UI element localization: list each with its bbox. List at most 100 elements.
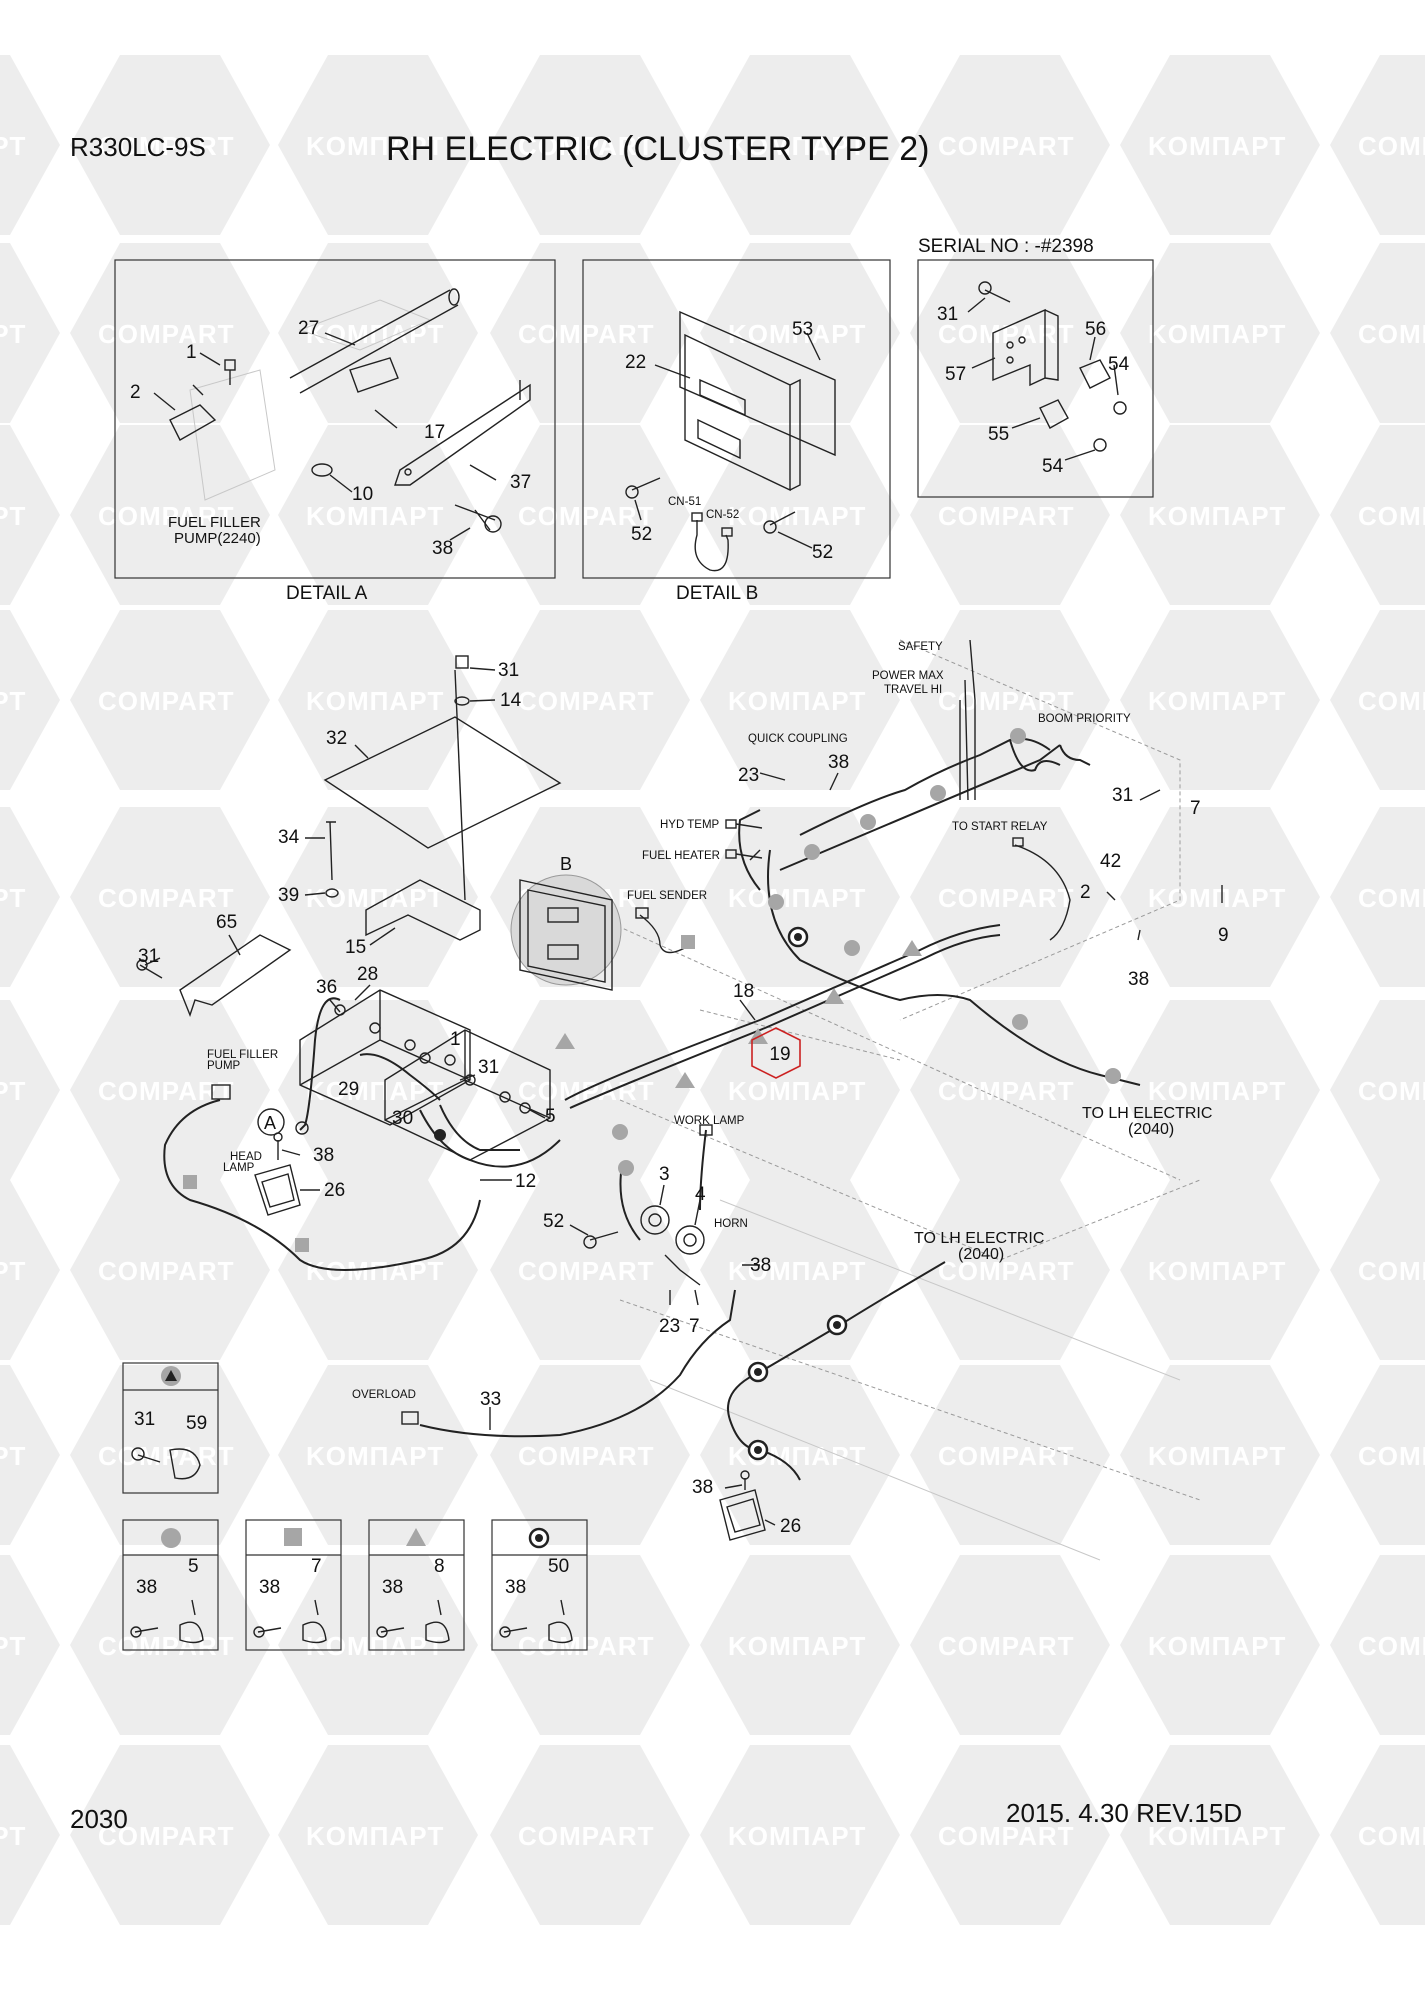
watermark-text: KOMΠAPT: [0, 319, 26, 349]
watermark-hexagon: [700, 243, 900, 423]
legend-circle-box: 38 5: [122, 1519, 219, 1651]
watermark-hexagon: [910, 1180, 1110, 1360]
watermark-text: KOMΠAPT: [306, 131, 444, 161]
callout-30: 30: [392, 1108, 413, 1129]
watermark-text: COMPART: [1358, 1076, 1425, 1106]
watermark-hexagon: [910, 1000, 1110, 1180]
callout-37: 37: [510, 472, 531, 493]
watermark-hexagon: [278, 610, 478, 790]
watermark-text: COMPART: [98, 1256, 235, 1286]
label-to-lh-electric-2: TO LH ELECTRIC: [914, 1230, 1044, 1247]
watermark-text: KOMΠAPT: [1148, 501, 1286, 531]
legend-triangle-box: 31 59: [122, 1362, 219, 1494]
watermark-hexagon: [700, 1000, 900, 1180]
watermark-hexagon: [490, 1000, 690, 1180]
label-head-lamp: HEAD: [230, 1151, 262, 1163]
watermark-hexagon: [490, 1180, 690, 1360]
legend-square-7: 7: [311, 1556, 322, 1577]
clip-markers: [183, 728, 1121, 1461]
label-hyd-temp: HYD TEMP: [660, 819, 720, 831]
watermark-text: COMPART: [518, 1631, 655, 1661]
watermark-hexagon: [278, 1365, 478, 1545]
callout-38-head: 38: [313, 1145, 334, 1166]
watermark-hexagon: [490, 1365, 690, 1545]
watermark-hexagon: [1330, 1745, 1425, 1925]
watermark-hexagon: [1120, 243, 1320, 423]
serial-panel: 31 56 54 57 55 54: [917, 259, 1154, 498]
label-fuel-heater: FUEL HEATER: [642, 850, 720, 862]
watermark-text: COMPART: [1358, 1441, 1425, 1471]
page-title: RH ELECTRIC (CLUSTER TYPE 2): [386, 130, 929, 168]
label-fuel-sender: FUEL SENDER: [627, 890, 707, 902]
watermark-hexagon: [700, 1555, 900, 1735]
watermark-text: COMPART: [1358, 686, 1425, 716]
watermark-text: KOMΠAPT: [1148, 1821, 1286, 1851]
watermark-text: KOMΠAPT: [0, 686, 26, 716]
watermark-hexagon: [70, 1555, 270, 1735]
watermark-hexagon: [0, 610, 60, 790]
watermark-hexagon: [700, 1180, 900, 1360]
watermark-text: KOMΠAPT: [728, 1256, 866, 1286]
label-horn: HORN: [714, 1218, 748, 1230]
detail-b-marker: B: [560, 854, 572, 874]
watermark-hexagon: [70, 610, 270, 790]
page-number: 2030: [70, 1804, 128, 1834]
watermark-hexagon: [70, 807, 270, 987]
label-to-lh-electric-1: TO LH ELECTRIC: [1082, 1105, 1212, 1122]
watermark-text: COMPART: [98, 1821, 235, 1851]
watermark-text: COMPART: [1358, 1631, 1425, 1661]
watermark-hexagon: [700, 610, 900, 790]
date-revision: 2015. 4.30 REV.15D: [1006, 1798, 1242, 1828]
legend-dot-box: 38 50: [491, 1519, 588, 1651]
watermark-text: KOMΠAPT: [306, 501, 444, 531]
callout-38-right: 38: [1128, 969, 1149, 990]
callout-15: 15: [345, 937, 366, 958]
watermark-text: COMPART: [518, 501, 655, 531]
watermark-text: COMPART: [938, 319, 1075, 349]
legend-triangle2-8: 8: [434, 1556, 445, 1577]
watermark-hexagon: [1120, 1555, 1320, 1735]
watermark-hexagon: [278, 1745, 478, 1925]
watermark-hexagon: [0, 807, 60, 987]
watermark-text: KOMΠAPT: [1148, 1441, 1286, 1471]
watermark-hexagon: [0, 243, 60, 423]
fuel-filler-label: FUEL FILLER: [168, 514, 261, 531]
watermark-hexagon: [0, 1180, 60, 1360]
watermark-text: KOMΠAPT: [1148, 1631, 1286, 1661]
callout-38-lamp: 38: [692, 1477, 713, 1498]
watermark-text: KOMΠAPT: [1148, 883, 1286, 913]
callout-27: 27: [298, 318, 319, 339]
detail-b-label: DETAIL B: [676, 583, 758, 604]
watermark-hexagon: [1330, 243, 1425, 423]
callout-52-right: 52: [812, 542, 833, 563]
callout-9: 9: [1218, 925, 1229, 946]
watermark-text: COMPART: [1358, 319, 1425, 349]
legend-dot-50: 50: [548, 1556, 569, 1577]
watermark-text: KOMΠAPT: [0, 501, 26, 531]
watermark-hexagon: [70, 55, 270, 235]
watermark-layer: KOMΠAPT COMPART KOMΠAPT COMPART KOMΠAPT COMPA…: [0, 55, 1425, 1925]
watermark-text: COMPART: [518, 686, 655, 716]
watermark-text: KOMΠAPT: [306, 1441, 444, 1471]
watermark-hexagon: [700, 55, 900, 235]
watermark-text: COMPART: [98, 1631, 235, 1661]
watermark-text: KOMΠAPT: [1148, 1256, 1286, 1286]
legend-square-38: 38: [259, 1577, 280, 1598]
legend-31: 31: [134, 1409, 155, 1430]
callout-53: 53: [792, 319, 813, 340]
watermark-hexagon: [0, 1555, 60, 1735]
watermark-hexagon: [910, 425, 1110, 605]
legend-dot-38: 38: [505, 1577, 526, 1598]
watermark-text: COMPART: [1358, 501, 1425, 531]
watermark-hexagon: [700, 1745, 900, 1925]
watermark-hexagon: [490, 55, 690, 235]
watermark-hexagon: [1120, 1365, 1320, 1545]
watermark-text: COMPART: [98, 1076, 235, 1106]
watermark-text: KOMΠAPT: [728, 1631, 866, 1661]
watermark-text: KOMΠAPT: [728, 1076, 866, 1106]
watermark-text: KOMΠAPT: [728, 501, 866, 531]
watermark-text: COMPART: [1358, 131, 1425, 161]
label-work-lamp: WORK LAMP: [674, 1115, 745, 1127]
watermark-hexagon: [910, 55, 1110, 235]
detail-b-panel: 53 22 52 52 CN-51 CN-52: [582, 259, 891, 579]
